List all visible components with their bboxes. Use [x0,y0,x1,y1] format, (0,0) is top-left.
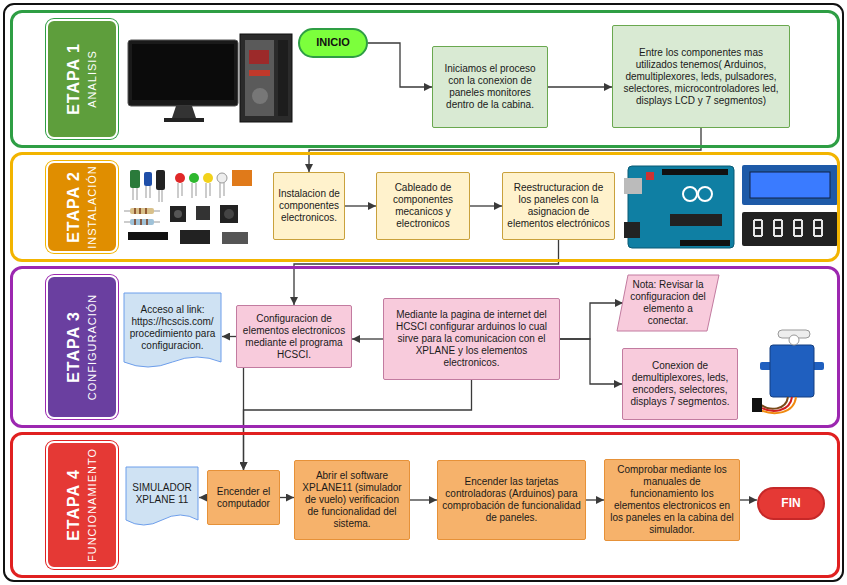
flow-arrow [548,86,612,87]
process-box: Entre los componentes mas utilizados ten… [612,25,790,128]
flow-arrow [470,205,502,206]
box-text: Instalacion de componentes electronicos. [278,188,340,224]
stage-name: INSTALACIÓN [85,165,99,249]
box-text: Acceso al link: https://hcscis.com/ proc… [127,304,218,352]
stage-label-text: ETAPA 3CONFIGURACIÓN [48,277,116,417]
stage-number: ETAPA 4 [64,469,85,541]
stage-name: ANALISIS [85,50,99,108]
box-text: Encender el computador [212,486,275,510]
arduino-picture [624,166,734,248]
stage-band: ETAPA 2INSTALACIÓN Instalacion de compone… [10,152,840,262]
note-box: Nota: Revisar la configuracion del eleme… [616,274,720,332]
start-terminal: INICIO [298,28,368,58]
process-box: Comprobar mediante los manuales de funci… [604,459,740,541]
process-box: Mediante la pagina de internet del HCSCI… [383,298,560,380]
box-text: SIMULADOR XPLANE 11 [129,482,195,506]
box-text: Entre los componentes mas utilizados ten… [617,47,785,107]
flow-arrow [199,497,207,498]
stage-band: ETAPA 3CONFIGURACIÓNAcceso al link: http… [10,266,840,428]
flow-arrow [244,380,472,470]
flow-arrow [309,128,701,172]
lcd-picture [742,165,838,205]
end-terminal: FIN [757,487,825,520]
flow-arrow [294,240,559,305]
stage-label-text: ETAPA 4FUNCIONAMIENTO [48,443,116,567]
stage-label: ETAPA 1ANALISIS [46,19,118,139]
box-text: Abrir el software XPLANE11 (simulador de… [299,470,405,530]
flow-arrow [368,43,432,87]
components-picture [124,170,252,244]
process-box: Abrir el software XPLANE11 (simulador de… [294,460,410,540]
box-text: Iniciamos el proceso con la conexion de … [437,63,543,111]
process-box: Encender el computador [207,470,280,525]
flow-arrow [586,499,604,500]
box-text: Encender las tarjetas controladoras (Ard… [442,476,581,524]
process-box: Reestructuracion de los paneles con la a… [502,172,615,240]
flow-arrow [222,336,236,337]
flow-arrow [410,499,437,500]
stage-label: ETAPA 4FUNCIONAMIENTO [46,441,118,569]
stage-label-text: ETAPA 1ANALISIS [48,21,116,137]
process-box: Instalacion de componentes electronicos. [273,172,345,240]
stage-band: ETAPA 4FUNCIONAMIENTO SIMULADOR XPLANE 11… [10,432,840,578]
servo-picture [752,330,824,413]
process-box: Configuracion de elementos electronicos … [236,305,352,368]
stage-label: ETAPA 3CONFIGURACIÓN [46,275,118,419]
process-box: Cableado de componentes mecanicos y elec… [376,172,470,240]
flow-arrow [560,339,622,384]
box-text: Cableado de componentes mecanicos y elec… [381,182,465,230]
stage-band: ETAPA 1ANALISIS INICIO Iniciamos el proces… [10,10,840,148]
seven-segment-picture [742,212,838,246]
stage-label-text: ETAPA 2INSTALACIÓN [48,163,116,251]
document-box: Acceso al link: https://hcscis.com/ proc… [123,292,222,372]
stage-number: ETAPA 2 [64,171,85,243]
flow-arrow [280,497,294,498]
stage-number: ETAPA 1 [64,43,85,115]
box-text: Nota: Revisar la configuracion del eleme… [630,279,706,327]
process-box: Iniciamos el proceso con la conexion de … [432,46,548,128]
box-text: FIN [765,496,817,510]
process-box: Encender las tarjetas controladoras (Ard… [437,460,586,540]
stage-label: ETAPA 2INSTALACIÓN [46,161,118,253]
box-text: Reestructuracion de los paneles con la a… [507,182,610,230]
flow-arrow [740,499,757,500]
flow-arrow [560,303,623,339]
box-text: Comprobar mediante los manuales de funci… [609,464,735,536]
stage-number: ETAPA 3 [64,311,85,383]
flow-arrow [352,338,383,339]
box-text: INICIO [306,36,360,49]
stage-name: FUNCIONAMIENTO [85,448,99,562]
flow-arrow [345,205,376,206]
document-box: SIMULADOR XPLANE 11 [125,466,199,530]
stage-name: CONFIGURACIÓN [85,294,99,401]
box-text: Mediante la pagina de internet del HCSCI… [388,309,555,369]
computer-picture [128,34,292,122]
outer-frame [4,4,843,581]
box-text: Conexion de demultiplexores, leds, encod… [627,360,733,408]
process-box: Conexion de demultiplexores, leds, encod… [622,348,738,420]
box-text: Configuracion de elementos electronicos … [241,313,347,361]
